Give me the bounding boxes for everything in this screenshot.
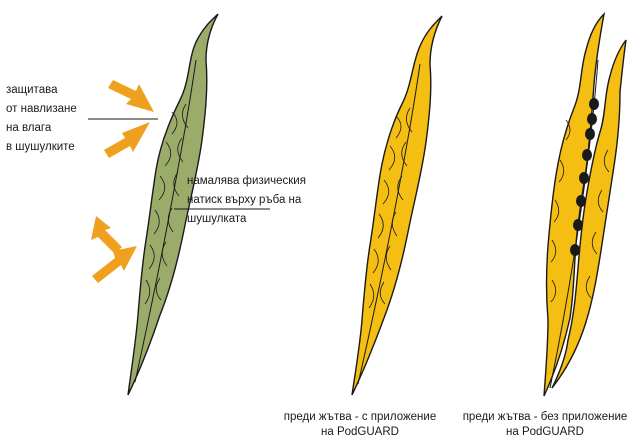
seed [570, 244, 580, 256]
pressure-arrow-icon [91, 216, 137, 283]
pressure-label-line: натиск върху ръба на [187, 191, 306, 210]
moisture-arrow-down [104, 122, 150, 158]
moisture-label-line: на влага [6, 119, 77, 138]
seed [587, 113, 597, 125]
moisture-label-line: в шушулките [6, 138, 77, 157]
pressure-label: намалява физическия натиск върху ръба на… [187, 172, 306, 229]
pressure-label-line: шушулката [187, 210, 306, 229]
caption-with-product-line1: преди жътва - с приложение [272, 410, 448, 425]
seed [582, 149, 592, 161]
moisture-arrow-up [108, 80, 154, 112]
ripe-pod-treated-shape [352, 16, 442, 395]
caption-without-product: преди жътва - без приложение на PodGUARD [452, 410, 638, 440]
caption-without-product-line2: на PodGUARD [452, 425, 638, 440]
moisture-label-line: защитава [6, 81, 77, 100]
seed [579, 172, 589, 184]
ripe-pod-untreated [544, 14, 626, 396]
seed [585, 128, 595, 140]
moisture-label-line: от навлизане [6, 100, 77, 119]
pressure-label-line: намалява физическия [187, 172, 306, 191]
seed [589, 98, 599, 110]
ripe-pod-treated [352, 16, 442, 395]
seed [573, 219, 583, 231]
caption-with-product-line2: на PodGUARD [272, 425, 448, 440]
caption-without-product-line1: преди жътва - без приложение [452, 410, 638, 425]
seed [576, 195, 586, 207]
caption-with-product: преди жътва - с приложение на PodGUARD [272, 410, 448, 440]
pressure-arrow-down [92, 246, 137, 283]
moisture-label: защитава от навлизане на влага в шушулки… [6, 81, 77, 157]
pressure-arrow-up [91, 216, 122, 254]
